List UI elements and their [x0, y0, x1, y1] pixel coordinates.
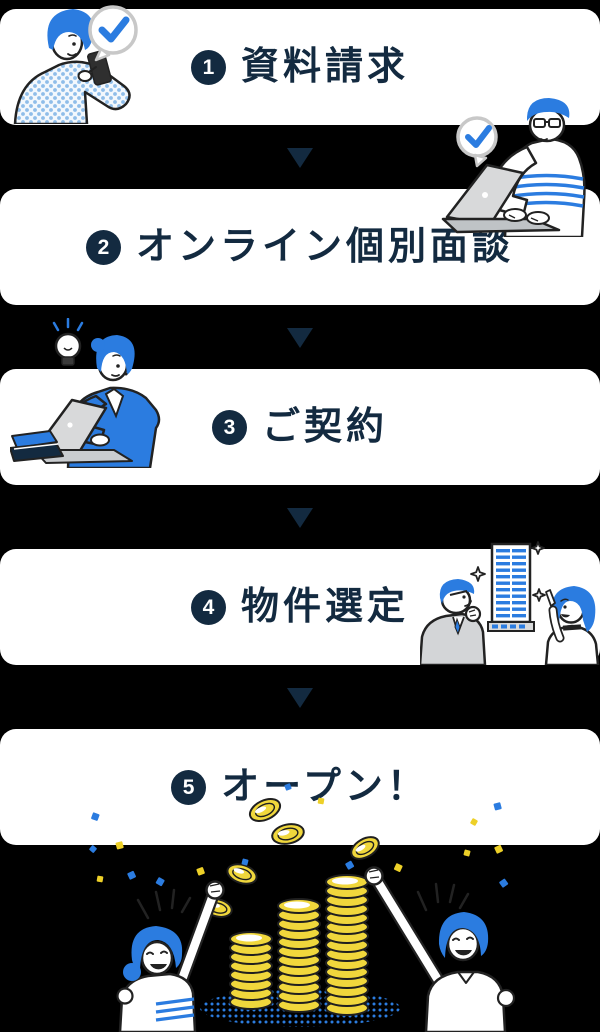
down-arrow-icon: [287, 148, 313, 168]
step-label: オンライン個別面談: [135, 226, 514, 268]
step-row-3: 3 ご契約: [211, 406, 388, 448]
step-label: 物件選定: [240, 586, 409, 628]
celebration-coins-confetti-illustration: [89, 783, 516, 1032]
step-row-4: 4 物件選定: [190, 586, 409, 628]
down-arrow-icon: [287, 508, 313, 528]
person-smartphone-checkmark-illustration: [13, 5, 138, 124]
down-arrow-icon: [287, 328, 313, 348]
man-laptop-checkmark-illustration: [441, 98, 586, 237]
step-number-badge: 5: [171, 769, 207, 805]
woman-desk-lightbulb-illustration: [10, 318, 161, 468]
step-row-1: 1 資料請求: [190, 46, 409, 88]
step-number-badge: 1: [190, 49, 226, 85]
step-number-badge: 3: [211, 409, 247, 445]
down-arrow-icon: [287, 688, 313, 708]
step-label: 資料請求: [240, 46, 409, 88]
step-number-badge: 4: [190, 589, 226, 625]
step-band-2: 2 オンライン個別面談: [0, 189, 600, 305]
step-number-badge: 2: [85, 229, 121, 265]
step-row-2: 2 オンライン個別面談: [85, 226, 514, 268]
couple-building-selection-illustration: [420, 541, 600, 665]
step-label: ご契約: [261, 406, 388, 448]
